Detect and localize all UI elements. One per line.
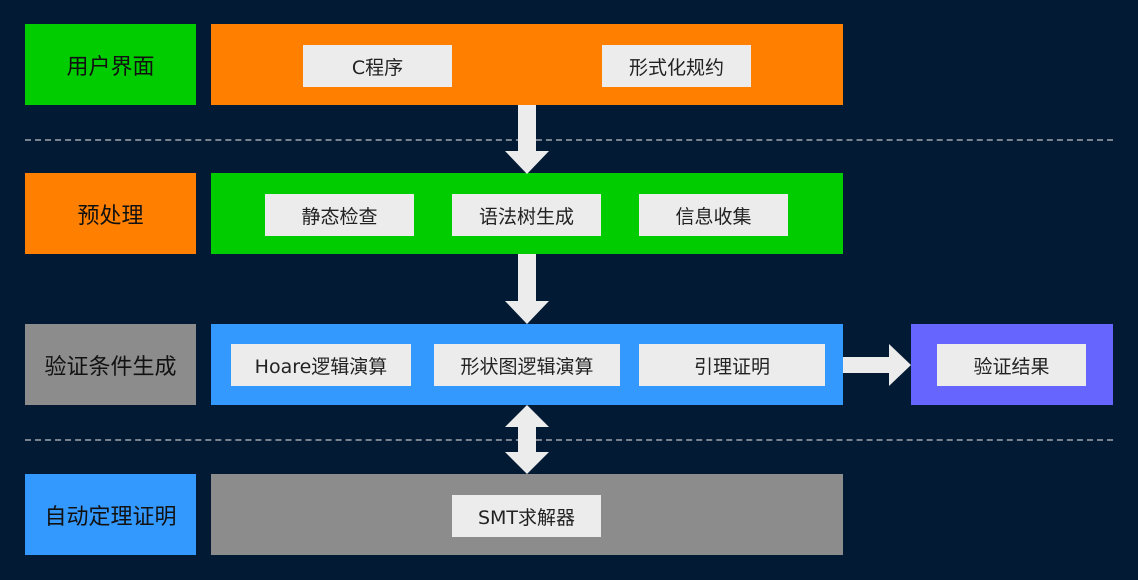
verification-result-chip: 验证结果 — [937, 344, 1086, 386]
static-check-chip: 静态检查 — [265, 194, 414, 236]
syntax-tree-chip: 语法树生成 — [452, 194, 601, 236]
c-program-chip: C程序 — [303, 45, 452, 87]
layer-divider-bottom — [25, 439, 1113, 441]
layer-label-vc-generation: 验证条件生成 — [25, 324, 196, 405]
lemma-proof-chip: 引理证明 — [639, 344, 825, 386]
smt-solver-chip: SMT求解器 — [452, 495, 601, 537]
layer-divider-top — [25, 139, 1113, 141]
hoare-logic-chip: Hoare逻辑演算 — [231, 344, 411, 386]
formal-spec-chip: 形式化规约 — [602, 45, 751, 87]
info-collect-chip: 信息收集 — [639, 194, 788, 236]
layer-label-user-interface: 用户界面 — [25, 24, 196, 105]
layer-label-preprocessing: 预处理 — [25, 173, 196, 254]
layer-label-atp: 自动定理证明 — [25, 474, 196, 555]
shape-graph-logic-chip: 形状图逻辑演算 — [434, 344, 620, 386]
